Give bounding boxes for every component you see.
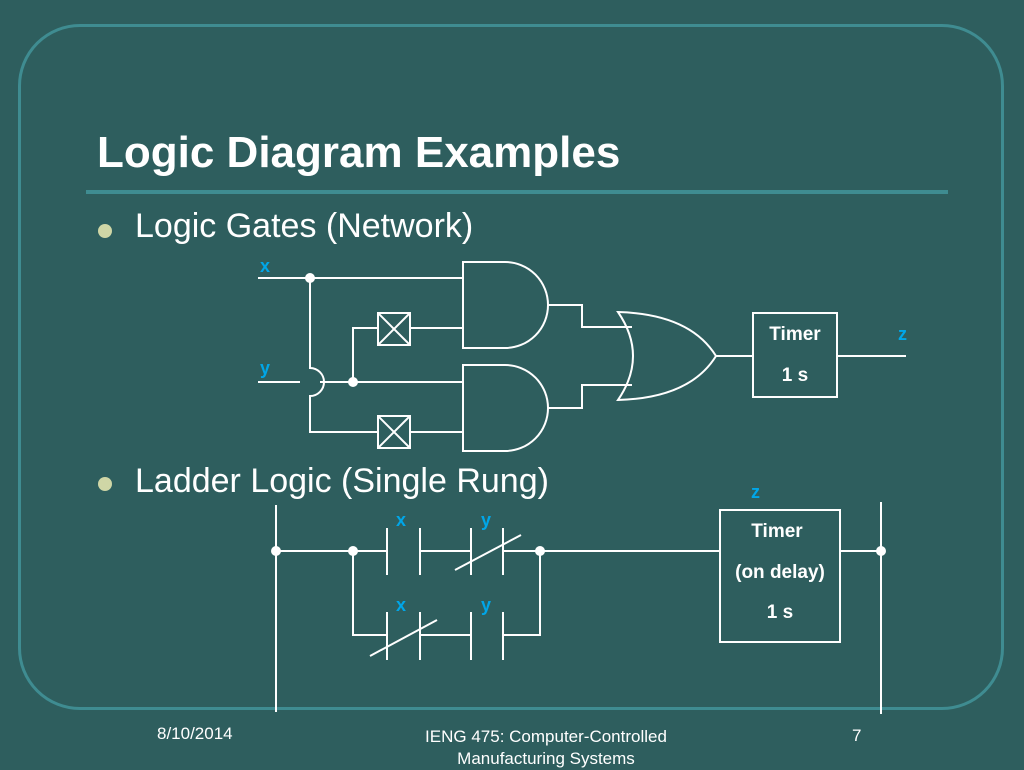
title-divider <box>86 190 948 194</box>
logic-gate-network <box>258 261 906 452</box>
bullet-icon <box>98 224 112 238</box>
junction-dot <box>271 546 281 556</box>
footer-date: 8/10/2014 <box>157 724 233 743</box>
not-gate-upper <box>377 312 411 346</box>
and-gate-1 <box>462 261 549 349</box>
slide-title: Logic Diagram Examples <box>97 128 621 177</box>
and-1-output-wire <box>548 304 632 328</box>
contact-y-no <box>470 612 504 660</box>
bullet-ladder-logic: Ladder Logic (Single Rung) <box>135 462 549 500</box>
ladder-timer-label: Timer <box>751 521 803 542</box>
bullet-logic-gates: Logic Gates (Network) <box>135 207 474 245</box>
gate-input-x-label: x <box>260 256 270 276</box>
contact-x-nc <box>369 612 438 660</box>
ladder-branch1-x-label: x <box>396 510 406 530</box>
branch-wire <box>352 551 541 636</box>
ladder-branch2-y-label: y <box>481 595 491 615</box>
junction-dot <box>348 377 358 387</box>
gate-input-y-label: y <box>260 358 270 378</box>
not-gate-lower <box>377 415 411 449</box>
contact-x-no <box>386 528 421 575</box>
bullet-icon <box>98 477 112 491</box>
ladder-coil-z-label: z <box>751 482 760 502</box>
ladder-branch1-y-label: y <box>481 510 491 530</box>
slide-frame <box>18 24 1004 710</box>
junction-dot <box>876 546 886 556</box>
ladder-timer-box <box>719 509 841 643</box>
gate-output-z-label: z <box>898 324 907 344</box>
or-gate <box>616 310 718 402</box>
junction-dot <box>535 546 545 556</box>
gate-timer-value: 1 s <box>782 365 808 386</box>
x-branch-wire <box>309 278 378 433</box>
contact-y-nc <box>454 528 522 575</box>
gate-timer-label: Timer <box>769 324 821 345</box>
footer-page-number: 7 <box>852 726 862 745</box>
ladder-branch2-x-label: x <box>396 595 406 615</box>
and-gate-2 <box>462 364 549 452</box>
and-2-output-wire <box>548 384 632 409</box>
footer-course: IENG 475: Computer-Controlled Manufactur… <box>425 727 667 768</box>
ladder-timer-mode: (on delay) <box>735 562 825 583</box>
junction-dot <box>348 546 358 556</box>
ladder-timer-value: 1 s <box>767 602 793 623</box>
junction-dot <box>305 273 315 283</box>
y-branch-wire <box>352 327 378 382</box>
